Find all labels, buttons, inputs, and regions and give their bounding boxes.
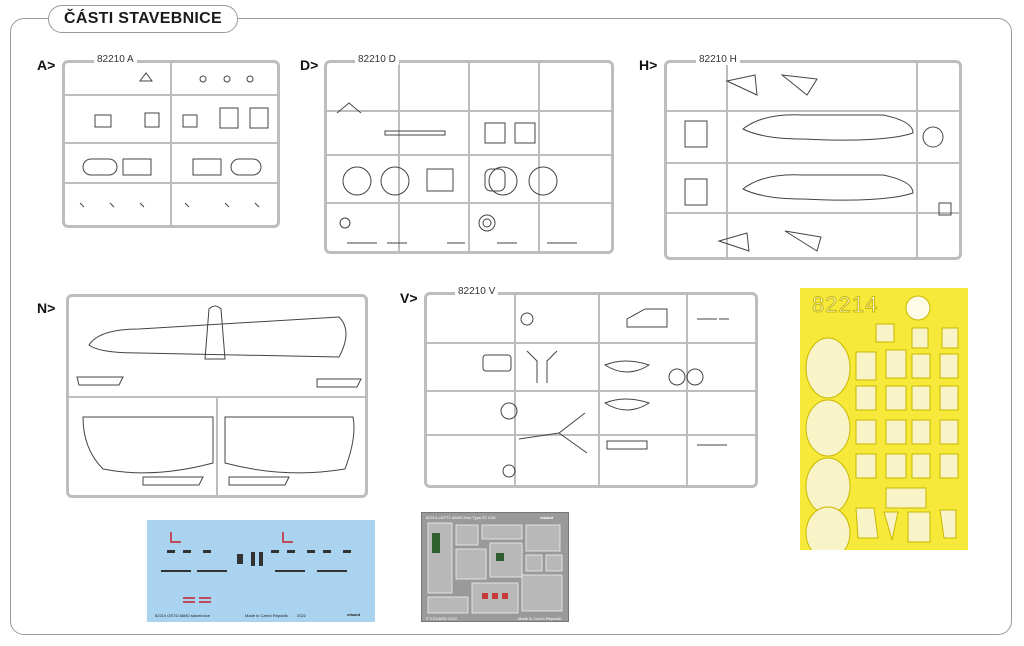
pe-footer-left: © EDUARD 2022 [426,616,457,621]
sprue-v[interactable] [424,292,758,488]
sprue-a-drawing [65,63,277,225]
mask-code: 82214 [811,292,879,318]
pe-header: 82214-LEPT1 A6M3 Zero Type 22 1/48 [426,515,496,520]
pe-brand: eduard [540,515,554,520]
sprue-a[interactable] [62,60,280,228]
sprue-h[interactable] [664,60,962,260]
mask-shapes [805,295,959,550]
pe-footer-right: Made in Czech Republic [518,616,562,621]
sprue-h-label: H> [639,57,658,73]
sprue-a-label: A> [37,57,56,73]
sprue-d-label: D> [300,57,319,73]
decal-footer-left: 82210 OSTD A6M2 stavebnice [155,613,210,618]
sprue-v-code: 82210 V [455,286,499,297]
sprue-a-code: 82210 A [94,54,137,65]
decal-markings [161,532,351,603]
sprue-n[interactable] [66,294,368,498]
page-title: ČÁSTI STAVEBNICE [48,5,238,33]
sprue-d-code: 82210 D [355,54,399,65]
decal-footer-mid: Made in Czech Republic [245,613,289,618]
sprue-d-drawing [327,63,611,251]
sprue-v-label: V> [400,290,418,306]
photoetch-fret: 82214-LEPT1 A6M3 Zero Type 22 1/48 eduar… [421,512,569,622]
sprue-n-label: N> [37,300,56,316]
decal-footer-year: 2022 [297,613,306,618]
parts-frame [10,18,1012,635]
canopy-mask-sheet: 82214 [800,288,968,550]
pe-parts [427,522,563,614]
decal-brand: eduard [347,612,361,617]
sprue-h-code: 82210 H [696,54,740,65]
sprue-d[interactable] [324,60,614,254]
decal-sheet: 82210 OSTD A6M2 stavebnice Made in Czech… [147,520,375,622]
sprue-v-drawing [427,295,755,485]
sprue-n-drawing [69,305,365,495]
sprue-h-drawing [667,63,959,257]
